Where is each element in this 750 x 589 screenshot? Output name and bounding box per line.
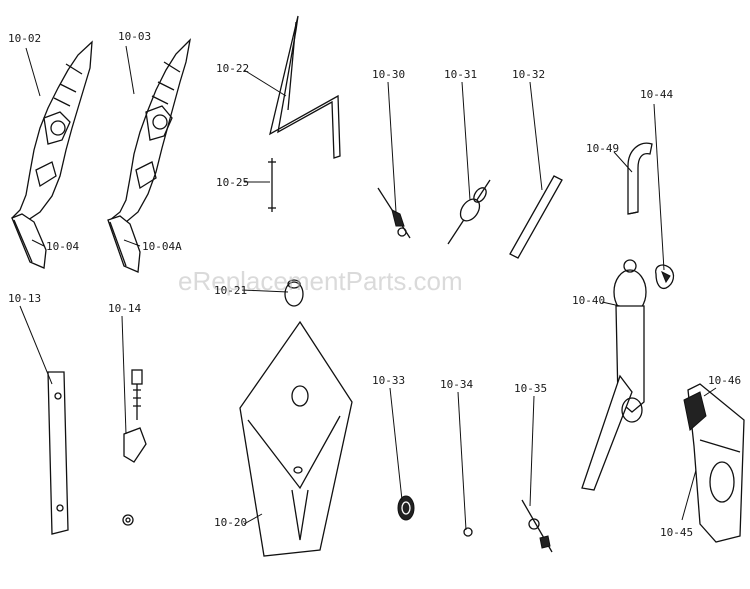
tension-10-35: [521, 499, 553, 553]
label-10-35: 10-35: [514, 382, 547, 395]
cover-assembly-10-20: [239, 279, 353, 557]
rod-10-32: [509, 175, 563, 259]
label-10-32: 10-32: [512, 68, 545, 81]
label-10-33: 10-33: [372, 374, 405, 387]
label-10-04: 10-04: [46, 240, 79, 253]
part-labels: 10-02 10-03 10-04 10-04A 10-22 10-25 10-…: [8, 30, 741, 539]
motor-10-46: [683, 383, 745, 543]
label-10-31: 10-31: [444, 68, 477, 81]
lever-10-40: [581, 259, 647, 491]
knob-10-44: [655, 264, 675, 290]
watermark-text: eReplacementParts.com: [178, 266, 463, 296]
label-10-34: 10-34: [440, 378, 473, 391]
bracket-10-13: [47, 371, 69, 535]
label-10-02: 10-02: [8, 32, 41, 45]
gear-10-33: [397, 495, 415, 521]
label-10-03: 10-03: [118, 30, 151, 43]
label-10-25: 10-25: [216, 176, 249, 189]
label-10-45: 10-45: [660, 526, 693, 539]
leader-lines: [19, 45, 717, 531]
thread-guide-10-31: [447, 179, 491, 245]
pin-10-25: [268, 158, 276, 212]
hook-10-49: [627, 142, 653, 215]
label-10-44: 10-44: [640, 88, 673, 101]
label-10-13: 10-13: [8, 292, 41, 305]
screw-clamp-10-14: [122, 369, 147, 526]
label-10-49: 10-49: [586, 142, 619, 155]
label-10-04a: 10-04A: [142, 240, 182, 253]
label-10-14: 10-14: [108, 302, 141, 315]
presser-foot-10-03: [107, 38, 192, 273]
washer-10-34: [463, 527, 473, 537]
label-10-40: 10-40: [572, 294, 605, 307]
label-10-30: 10-30: [372, 68, 405, 81]
label-10-21: 10-21: [214, 284, 247, 297]
label-10-20: 10-20: [214, 516, 247, 529]
guide-10-22: [269, 15, 341, 159]
label-10-22: 10-22: [216, 62, 249, 75]
screw-10-30: [377, 187, 411, 239]
presser-foot-10-02: [11, 40, 93, 269]
label-10-46: 10-46: [708, 374, 741, 387]
